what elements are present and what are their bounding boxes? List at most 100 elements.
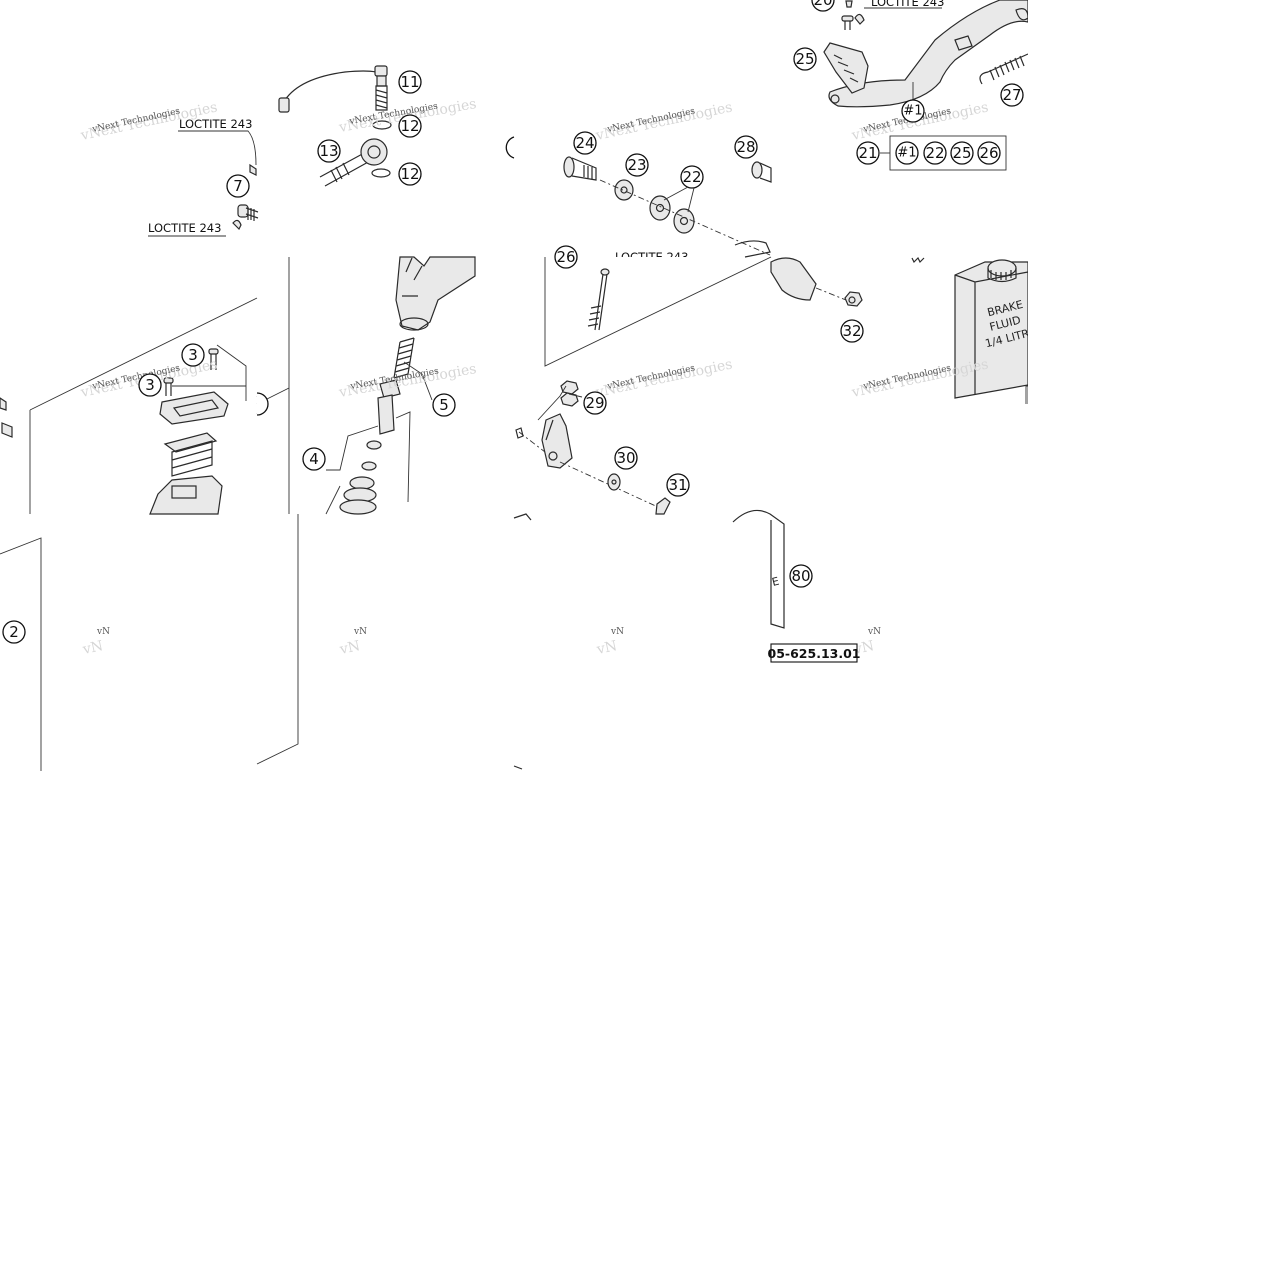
small-washer: [845, 0, 853, 8]
callout-20: 20: [811, 0, 835, 12]
loctite-note-upper: LOCTITE 243: [179, 117, 252, 131]
can-fragment-letter: E: [771, 575, 781, 589]
callout-2: 2: [2, 620, 26, 644]
svg-text:12: 12: [400, 117, 419, 135]
tile-brake-fluid: BRAKE FLUID 1/4 LITR vNext Technologies …: [815, 256, 1031, 404]
dust-boot-4: [339, 476, 377, 515]
svg-text:24: 24: [575, 134, 594, 152]
watermark-crop: vN: [867, 627, 881, 637]
bellows-diaphragm: [163, 432, 218, 477]
push-rod: [587, 268, 610, 331]
nut-axis: [815, 287, 847, 301]
screw-3: [208, 348, 219, 370]
nut-32: [844, 291, 863, 307]
push-rod-frame: [544, 256, 772, 367]
svg-text:2: 2: [9, 623, 19, 641]
svg-text:22: 22: [682, 168, 701, 186]
svg-text:22: 22: [925, 144, 944, 162]
clevis-axis: [518, 431, 661, 509]
seal-ring: [372, 120, 392, 130]
callout-13: 13: [317, 139, 341, 163]
bushing-22b: [673, 208, 695, 234]
washer-12: [371, 168, 391, 178]
loctite-note-lower: LOCTITE 243: [148, 221, 221, 235]
svg-text:80: 80: [791, 567, 810, 585]
return-spring-27: [979, 53, 1029, 85]
callout-4: 4: [302, 447, 326, 471]
svg-text:3: 3: [145, 376, 155, 394]
callout-80: 80: [789, 564, 813, 588]
svg-text:#1: #1: [903, 104, 922, 119]
svg-text:29: 29: [585, 394, 604, 412]
watermark-shadow-crop: vN: [338, 638, 362, 658]
pedal-step-25: [823, 42, 869, 94]
bushing-22a: [649, 195, 671, 221]
loctite-leader-line: [178, 130, 257, 166]
callout-23: 23: [625, 153, 649, 177]
pedal-lug: [734, 240, 771, 258]
watermark-shadow-crop: vN: [81, 638, 105, 658]
screw-leaders: [172, 344, 247, 401]
callout-32: 32: [840, 319, 864, 343]
callout-21: 21: [856, 141, 880, 165]
piston-5: [377, 379, 401, 435]
split-pin-31: [655, 497, 671, 515]
boot-leaders: [325, 425, 379, 515]
svg-text:7: 7: [233, 177, 243, 195]
callout-12a: 12: [398, 114, 422, 138]
kit-item-2: 22: [923, 141, 947, 165]
can-edge: [1025, 385, 1029, 404]
brake-fluid-can: BRAKE FLUID 1/4 LITR: [954, 259, 1031, 399]
callout-24: 24: [573, 131, 597, 155]
callout-27: 27: [1000, 83, 1024, 107]
tile-brake-light-switch: vNext Technologies vNext Technologies: [278, 65, 478, 187]
kit-item-1: #1: [895, 141, 919, 165]
callout-cut-6: [256, 392, 269, 416]
svg-text:26: 26: [979, 144, 998, 162]
callouts: 11 12 13 12 7 24 23 22 28 20 2 5 27 #1 21…: [2, 0, 1024, 644]
callout-22: 22: [680, 165, 704, 189]
svg-text:31: 31: [668, 476, 687, 494]
reference-box: [770, 643, 858, 663]
nut-29: [560, 380, 579, 407]
tile-master-cylinder: vNext Technologies vNext Technologies: [256, 256, 478, 515]
callout-11: 11: [398, 70, 422, 94]
svg-text:13: 13: [319, 142, 338, 160]
blank-bottom-margin: [0, 771, 1285, 1285]
svg-text:28: 28: [736, 138, 755, 156]
svg-text:#1: #1: [897, 146, 916, 161]
svg-text:5: 5: [439, 396, 449, 414]
o-ring-b: [361, 461, 377, 471]
watermark-crop: vN: [610, 627, 624, 637]
pedal-hole: [830, 94, 840, 104]
callout-30: 30: [614, 446, 638, 470]
loctite-drop: [232, 219, 242, 231]
callout-12b: 12: [398, 162, 422, 186]
loctite-drop: [854, 13, 865, 25]
reservoir-cap: [159, 391, 229, 425]
svg-text:23: 23: [627, 156, 646, 174]
callout-5: 5: [432, 393, 456, 417]
svg-text:27: 27: [1002, 86, 1021, 104]
pedal-stop: [954, 35, 973, 51]
svg-text:30: 30: [616, 449, 635, 467]
cable-plug: [278, 97, 290, 113]
washer-30: [607, 473, 621, 491]
reference-number: 05-625.13.01: [768, 646, 861, 661]
screw-26: [841, 15, 854, 30]
banjo-fitting: [319, 138, 388, 187]
tile-pedal-shaft: vNext Technologies vNext Technologies: [563, 99, 772, 258]
callout-cut-left: [505, 136, 515, 159]
svg-text:26: 26: [556, 248, 575, 266]
callout-26b: 26: [554, 245, 578, 269]
clevis-leader: [537, 385, 567, 421]
small-bolt-head: [249, 163, 257, 176]
frame-mid: [256, 514, 299, 765]
frame-left: [0, 537, 42, 771]
svg-text:3: 3: [188, 346, 198, 364]
clevis-pin-head: [515, 427, 524, 439]
tile-wiring-loctite: LOCTITE 243 LOCTITE 243 vNext Technologi…: [79, 99, 259, 237]
edge-fragment: [911, 256, 925, 264]
